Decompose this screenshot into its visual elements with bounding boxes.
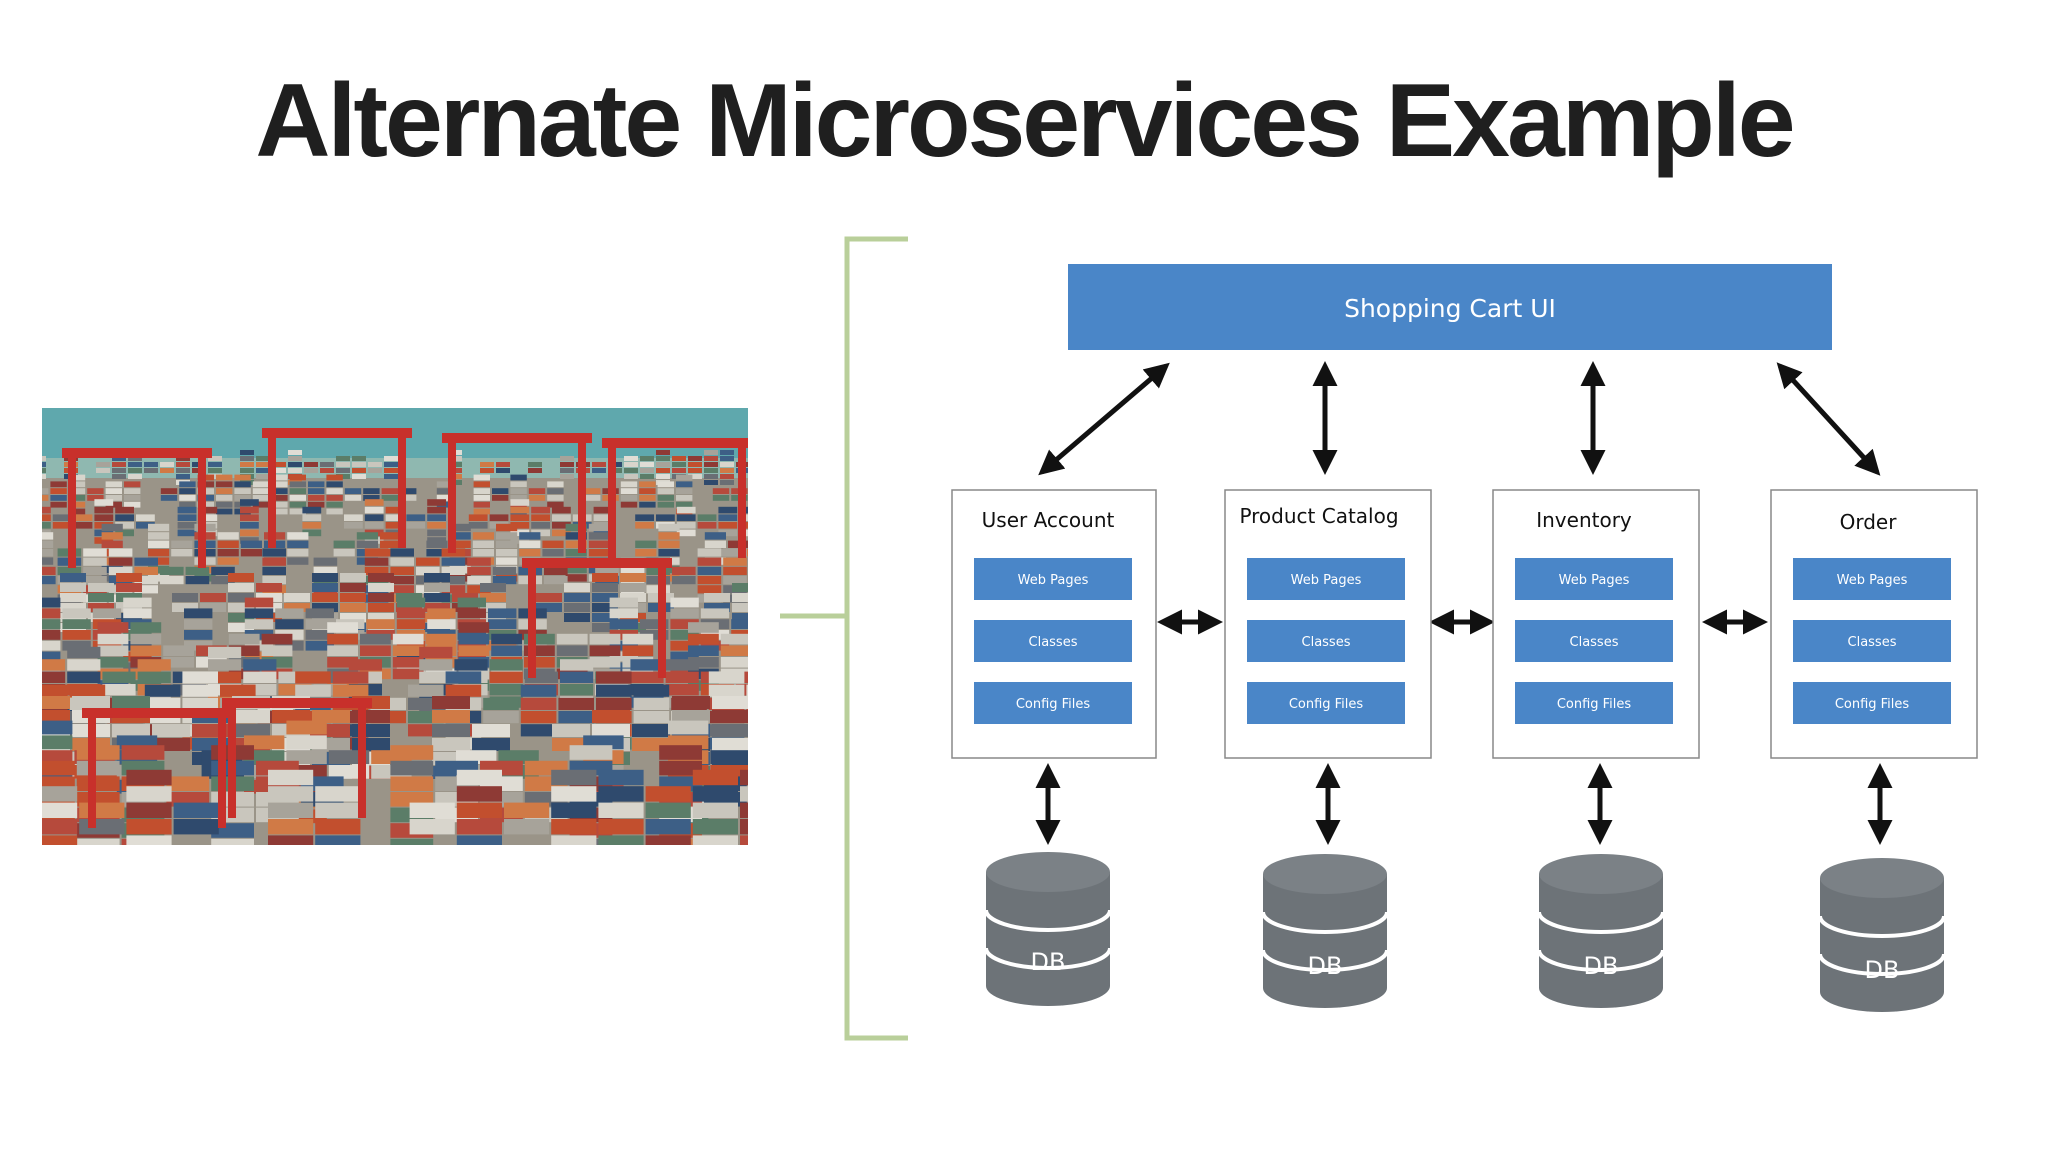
service-title: User Account xyxy=(982,508,1115,532)
web-pages-chip: Web Pages xyxy=(1018,573,1089,588)
web-pages-chip: Web Pages xyxy=(1291,573,1362,588)
db-label: DB xyxy=(1031,948,1066,976)
service-title: Product Catalog xyxy=(1239,504,1398,528)
db-label: DB xyxy=(1865,956,1900,984)
database-icon: DB xyxy=(1818,858,1946,1012)
shopping-cart-ui-bar: Shopping Cart UI xyxy=(1068,264,1832,350)
architecture-diagram: Shopping Cart UI User Account Web Pages … xyxy=(951,264,1978,1012)
ui-service-arrows xyxy=(1038,361,1881,476)
bracket-connector xyxy=(780,236,908,1041)
config-files-chip: Config Files xyxy=(1289,697,1364,712)
service-user-account: User Account Web Pages Classes Config Fi… xyxy=(951,489,1157,759)
database-icon: DB xyxy=(984,852,1112,1006)
classes-chip: Classes xyxy=(1848,635,1897,650)
classes-chip: Classes xyxy=(1570,635,1619,650)
service-title: Inventory xyxy=(1536,508,1632,532)
classes-chip: Classes xyxy=(1029,635,1078,650)
db-label: DB xyxy=(1584,952,1619,980)
service-inventory: Inventory Web Pages Classes Config Files xyxy=(1492,489,1700,759)
service-db-arrows xyxy=(1035,763,1893,845)
db-label: DB xyxy=(1308,952,1343,980)
service-order: Order Web Pages Classes Config Files xyxy=(1770,489,1978,759)
shopping-cart-ui-label: Shopping Cart UI xyxy=(1344,294,1556,323)
config-files-chip: Config Files xyxy=(1557,697,1632,712)
service-product-catalog: Product Catalog Web Pages Classes Config… xyxy=(1224,489,1432,759)
database-icon: DB xyxy=(1261,854,1389,1008)
container-port-photo xyxy=(42,408,748,845)
database-icon: DB xyxy=(1537,854,1665,1008)
classes-chip: Classes xyxy=(1302,635,1351,650)
service-title: Order xyxy=(1840,510,1898,534)
config-files-chip: Config Files xyxy=(1835,697,1910,712)
web-pages-chip: Web Pages xyxy=(1837,573,1908,588)
config-files-chip: Config Files xyxy=(1016,697,1091,712)
slide-title: Alternate Microservices Example xyxy=(255,63,1795,179)
web-pages-chip: Web Pages xyxy=(1559,573,1630,588)
